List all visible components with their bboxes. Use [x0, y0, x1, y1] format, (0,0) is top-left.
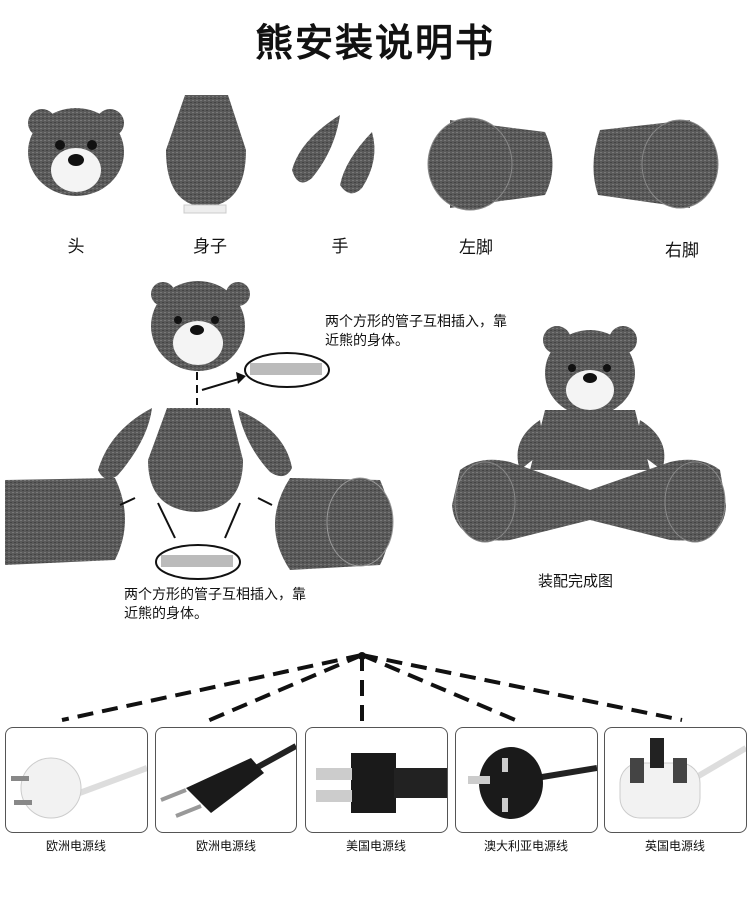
- completed-label: 装配完成图: [538, 572, 614, 590]
- bear-left-foot-image: [427, 117, 553, 211]
- plug-eu-white-image: [5, 727, 148, 833]
- plug-au-image: [455, 727, 598, 833]
- exploded-bear-diagram: [5, 281, 394, 580]
- bear-body-image: [166, 95, 246, 214]
- part-label-body: 身子: [193, 237, 227, 257]
- assembled-bear-image: [452, 326, 726, 543]
- bear-hands-image: [292, 115, 375, 194]
- plug-us-image: [305, 727, 448, 833]
- cord-junction: [358, 652, 366, 660]
- plug-label-au: 澳大利亚电源线: [483, 839, 568, 853]
- plug-label-eu-2: 欧洲电源线: [195, 839, 256, 853]
- assembly-note-top: 两个方形的管子互相插入，靠近熊的身体。: [325, 314, 507, 349]
- plug-label-eu-1: 欧洲电源线: [45, 839, 106, 853]
- plug-uk-image: [604, 727, 747, 833]
- bear-right-foot-image: [593, 119, 719, 209]
- part-label-hands: 手: [331, 237, 349, 257]
- plug-label-us: 美国电源线: [345, 839, 406, 853]
- power-cord-lines: [61, 653, 683, 724]
- plug-eu-black-image: [155, 727, 297, 833]
- part-label-left-foot: 左脚: [459, 238, 493, 258]
- bear-head-image: [28, 108, 124, 196]
- plug-label-uk: 英国电源线: [644, 839, 705, 853]
- part-label-head: 头: [67, 237, 85, 257]
- assembly-note-bottom: 两个方形的管子互相插入，靠近熊的身体。: [124, 587, 306, 622]
- part-label-right-foot: 右脚: [665, 241, 699, 261]
- page-title: 熊安装说明书: [254, 21, 495, 65]
